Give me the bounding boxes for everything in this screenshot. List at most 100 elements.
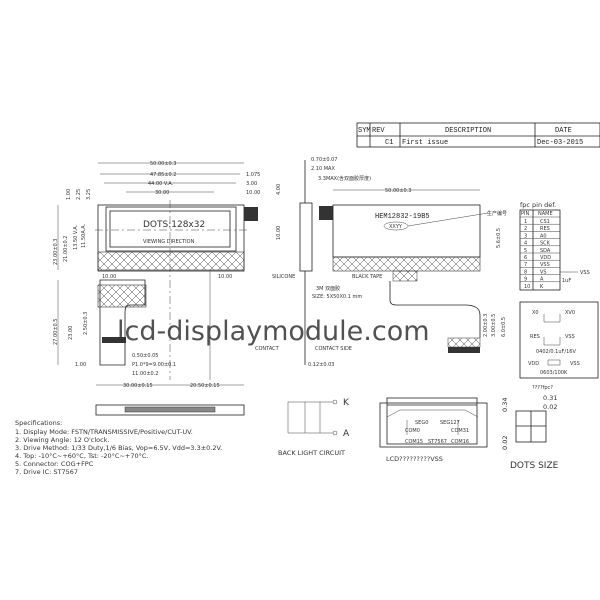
pin-name: K (540, 284, 544, 290)
pin-name: VS (540, 269, 547, 275)
backlight-circuit: K A BACK LIGHT CIRCUIT (278, 398, 350, 457)
spec-item: 5. Connector: COG+FPC (15, 460, 94, 468)
circuit-caption: ????fpc? (532, 385, 553, 391)
fpc-circuit-box: X0 XV0 RES VSS 0402/0.1uF/16V VDD VSS 06… (519, 301, 599, 391)
spec-item: 1. Display Mode: FSTN/TRANSMISSIVE/Posit… (15, 428, 193, 436)
dim: 3.00±0.5 (491, 314, 497, 337)
label: RES (530, 334, 540, 340)
header-sym: SYM (358, 127, 371, 135)
dim: 0.02 (543, 403, 557, 411)
dim: P1.0*9=9.00±0.1 (132, 362, 176, 368)
dim: 2.50±0.3 (83, 312, 89, 335)
viewing-direction-text: VIEWING DIRECTION (143, 239, 195, 245)
header-rev: REV (372, 127, 385, 135)
header-description: DESCRIPTION (445, 127, 491, 135)
pin-number: 3 (524, 233, 527, 239)
terminal-a: A (343, 429, 350, 439)
ic-view: SEG0 SEG127 COM0 COM31 COM15 ST7567 COM1… (379, 397, 488, 463)
dim: 0.02 (501, 436, 509, 450)
dim: 10.00 (102, 274, 116, 280)
model-number: HEM12832-19B5 (375, 213, 430, 221)
spec-item: 7. Drive IC: ST7567 (15, 468, 78, 476)
dim: 11.00±0.2 (132, 371, 158, 377)
dim: 50.00±0.3 (385, 188, 411, 194)
specs-title: Specifications: (15, 419, 62, 427)
dim: 0.12±0.03 (308, 362, 334, 368)
vss-note: VSS (580, 270, 590, 276)
dim: 11.50A.A. (81, 223, 87, 248)
backlight-title: BACK LIGHT CIRCUIT (278, 449, 345, 457)
dim: 23.00 (68, 326, 74, 340)
pin-name: A0 (540, 233, 547, 239)
dim: 10.00 (276, 226, 282, 240)
pin-name: CS1 (540, 219, 550, 225)
dots-size: 0.34 0.31 0.02 0.02 DOTS SIZE (501, 394, 559, 471)
dim: 6.0±0.5 (501, 317, 507, 337)
dim: 3.3MAX(含双面胶厚度) (318, 175, 371, 182)
label: 0402/0.1uF/16V (536, 349, 576, 355)
label: SIZE: 5X50X0.1 mm (312, 294, 362, 300)
display-dots-text: DOTS:128x32 (143, 220, 205, 230)
watermark: lcd-displaymodule.com (117, 316, 430, 347)
label: CONTACT (255, 346, 280, 352)
label: SEG0 (415, 420, 428, 426)
pin-name: VDD (540, 255, 551, 261)
pin-number: 4 (524, 241, 527, 247)
rear-view: 50.00±0.3 HEM12832-19B5 XXYY 生产编号 5.6±0.… (332, 188, 507, 353)
label: XV0 (565, 310, 575, 316)
label: COM16 (451, 439, 469, 445)
pin-name: RES (540, 226, 550, 232)
dim: 0.70±0.07 (311, 157, 337, 163)
name-header: NAME (538, 211, 553, 217)
dim: 3.25 (86, 189, 92, 200)
label: 3M 双面胶 (316, 285, 340, 292)
dim: 13.50 V.A. (73, 224, 79, 250)
front-view: 50.00±0.3 47.85±0.2 44.00 V.A. 30.00 1.0… (53, 161, 282, 416)
label: ST7567 (428, 439, 447, 445)
dim: 5.6±0.5 (496, 228, 502, 248)
pin-number: 1 (524, 219, 527, 225)
pin-number: 10 (524, 284, 530, 290)
dim: 4.00 (276, 184, 282, 195)
part-label: 生产编号 (487, 210, 507, 217)
dim: 0.34 (501, 398, 509, 412)
pin-number: 9 (524, 277, 527, 283)
label: SEG127 (440, 420, 460, 426)
dim: 20.50±0.15 (190, 383, 220, 389)
dim: 27.00±0.5 (53, 319, 59, 345)
dim: 0.31 (543, 394, 557, 402)
pin-number: 8 (524, 269, 527, 275)
header-date: DATE (555, 127, 572, 135)
pin-table-title: fpc pin def. (520, 201, 556, 209)
pin-name: SCK (540, 241, 551, 247)
ic-caption: LCD?????????VSS (386, 455, 443, 463)
pin-name: A (540, 277, 544, 283)
spec-item: 4. Top: -10°C~+60°C, Tst: -20°C~+70°C. (15, 452, 149, 460)
pin-number: 6 (524, 255, 527, 261)
date-code: XXYY (389, 224, 403, 230)
spec-item: 3. Drive Method: 1/33 Duty,1/6 Bias, Vop… (15, 444, 222, 452)
dim: 1.00 (75, 362, 86, 368)
dim: 23.00±0.3 (53, 239, 59, 265)
dim: 44.00 V.A. (148, 181, 174, 187)
cell-rev: C1 (385, 139, 393, 147)
dim: 3.00 (246, 181, 257, 187)
pin-name: VSS (540, 262, 550, 268)
specifications: Specifications: 1. Display Mode: FSTN/TR… (15, 419, 222, 476)
side-view: 0.70±0.07 2.10 MAX 3.3MAX(含双面胶厚度) 0.12±0… (255, 157, 371, 368)
dim: 30.00±0.15 (123, 383, 153, 389)
spec-item: 2. Viewing Angle: 12 O'clock. (15, 436, 110, 444)
revision-table: SYM REV DESCRIPTION DATE C1 First issue … (356, 122, 600, 148)
dim: 1.075 (246, 172, 260, 178)
label: COM31 (451, 428, 469, 434)
label: COM0 (405, 428, 420, 434)
label: CONTACT SIDE (315, 346, 352, 352)
pin-name: SDA (540, 248, 551, 254)
terminal-k: K (343, 398, 350, 408)
dim: 2.00±0.3 (483, 314, 489, 337)
label: X0 (532, 310, 539, 316)
dim: 10.00 (218, 274, 232, 280)
dim: 1.00 (66, 189, 72, 200)
dots-size-title: DOTS SIZE (510, 461, 559, 471)
